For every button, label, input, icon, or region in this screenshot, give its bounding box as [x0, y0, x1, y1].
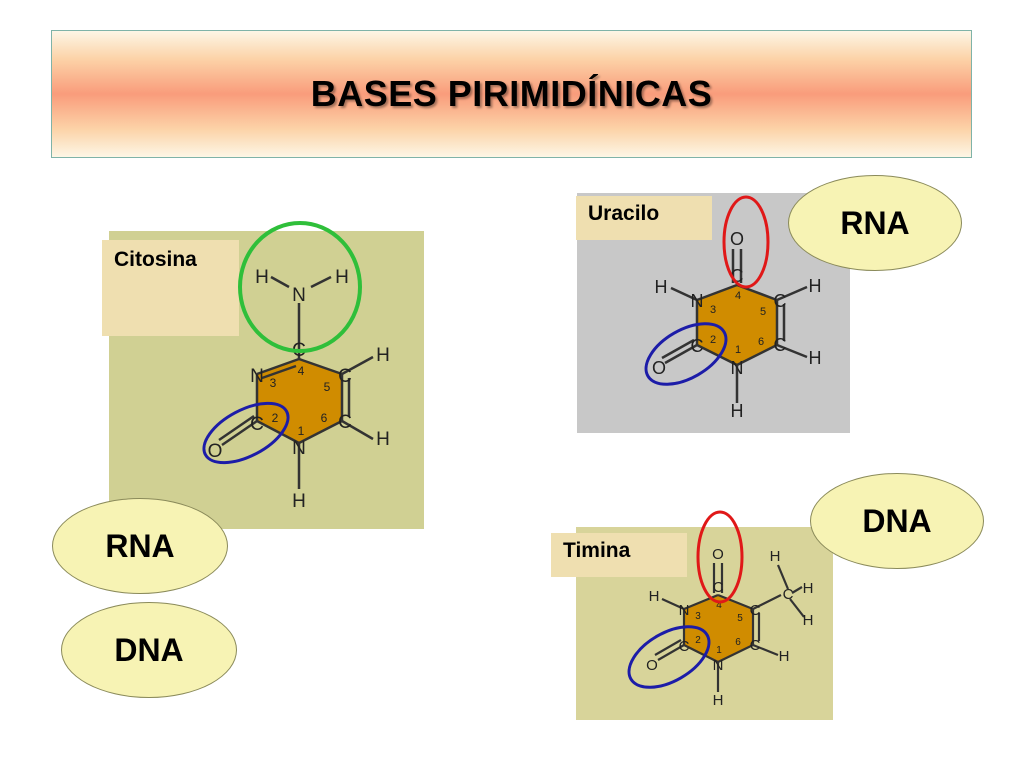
thymine-atom-c4: C: [713, 579, 724, 596]
uracil-rna-badge: RNA: [788, 175, 962, 271]
thymine-dna-badge: DNA: [810, 473, 984, 569]
thymine-atom-n3: N: [679, 602, 690, 619]
uracil-atom-c5: C: [774, 291, 787, 311]
cytosine-atom-h5: H: [376, 345, 390, 366]
thymine-atom-o: O: [646, 657, 658, 674]
page-title: BASES PIRIMIDÍNICAS: [310, 73, 713, 114]
thymine-atom-h1: H: [713, 692, 724, 709]
thymine-atom-o-top: O: [712, 546, 724, 563]
cytosine-num-4: 4: [298, 364, 305, 378]
uracil-num-5: 5: [760, 306, 766, 318]
uracil-num-6: 6: [758, 336, 764, 348]
cytosine-atom-n-amino: N: [292, 285, 306, 306]
uracil-atom-h6: H: [809, 348, 822, 368]
thymine-name-label: Timina: [551, 533, 687, 577]
cytosine-name-label: Citosina: [102, 240, 239, 336]
thymine-num-2: 2: [695, 635, 701, 646]
cytosine-dna-badge: DNA: [61, 602, 237, 698]
uracil-name-label: Uracilo: [576, 196, 712, 240]
cytosine-num-5: 5: [324, 380, 331, 394]
uracil-num-2: 2: [710, 334, 716, 346]
uracil-atom-o-top: O: [730, 229, 744, 249]
cytosine-atom-h-amino-left: H: [255, 267, 269, 288]
cytosine-num-1: 1: [298, 424, 305, 438]
uracil-atom-n1: N: [731, 358, 744, 378]
uracil-atom-c2: C: [691, 336, 704, 356]
cytosine-atom-c4: C: [292, 340, 306, 361]
thymine-atom-h-methyl-2: H: [803, 580, 814, 597]
cytosine-atom-h-amino-right: H: [335, 267, 349, 288]
uracil-num-1: 1: [735, 344, 741, 356]
uracil-atom-c4: C: [731, 266, 744, 286]
thymine-atom-h3: H: [649, 588, 660, 605]
thymine-atom-c6: C: [750, 637, 761, 654]
uracil-atom-n3: N: [691, 291, 704, 311]
thymine-num-6: 6: [735, 637, 741, 648]
thymine-atom-h-methyl-1: H: [770, 548, 781, 565]
cytosine-num-6: 6: [321, 411, 328, 425]
uracil-atom-c6: C: [774, 335, 787, 355]
thymine-atom-h6: H: [779, 648, 790, 665]
thymine-num-1: 1: [716, 645, 722, 656]
cytosine-num-2: 2: [272, 411, 279, 425]
thymine-num-4: 4: [716, 600, 722, 611]
uracil-atom-h3: H: [655, 277, 668, 297]
uracil-num-3: 3: [710, 304, 716, 316]
thymine-num-3: 3: [695, 611, 701, 622]
thymine-atom-c5: C: [750, 602, 761, 619]
uracil-atom-h1: H: [731, 401, 744, 421]
cytosine-atom-o: O: [208, 441, 223, 462]
cytosine-atom-c5: C: [338, 366, 352, 387]
thymine-atom-n1: N: [713, 657, 724, 674]
cytosine-atom-c2: C: [250, 414, 264, 435]
cytosine-atom-c6: C: [338, 412, 352, 433]
uracil-atom-h5: H: [809, 276, 822, 296]
uracil-atom-o: O: [652, 358, 666, 378]
uracil-num-4: 4: [735, 290, 741, 302]
title-banner: BASES PIRIMIDÍNICAS: [51, 30, 972, 158]
thymine-atom-c-methyl: C: [783, 586, 794, 603]
thymine-num-5: 5: [737, 613, 743, 624]
thymine-atom-c2: C: [679, 638, 690, 655]
cytosine-atom-n3: N: [250, 366, 264, 387]
thymine-atom-h-methyl-3: H: [803, 612, 814, 629]
cytosine-rna-badge: RNA: [52, 498, 228, 594]
cytosine-atom-h1: H: [292, 491, 306, 512]
cytosine-atom-n1: N: [292, 438, 306, 459]
cytosine-num-3: 3: [270, 376, 277, 390]
cytosine-atom-h6: H: [376, 429, 390, 450]
